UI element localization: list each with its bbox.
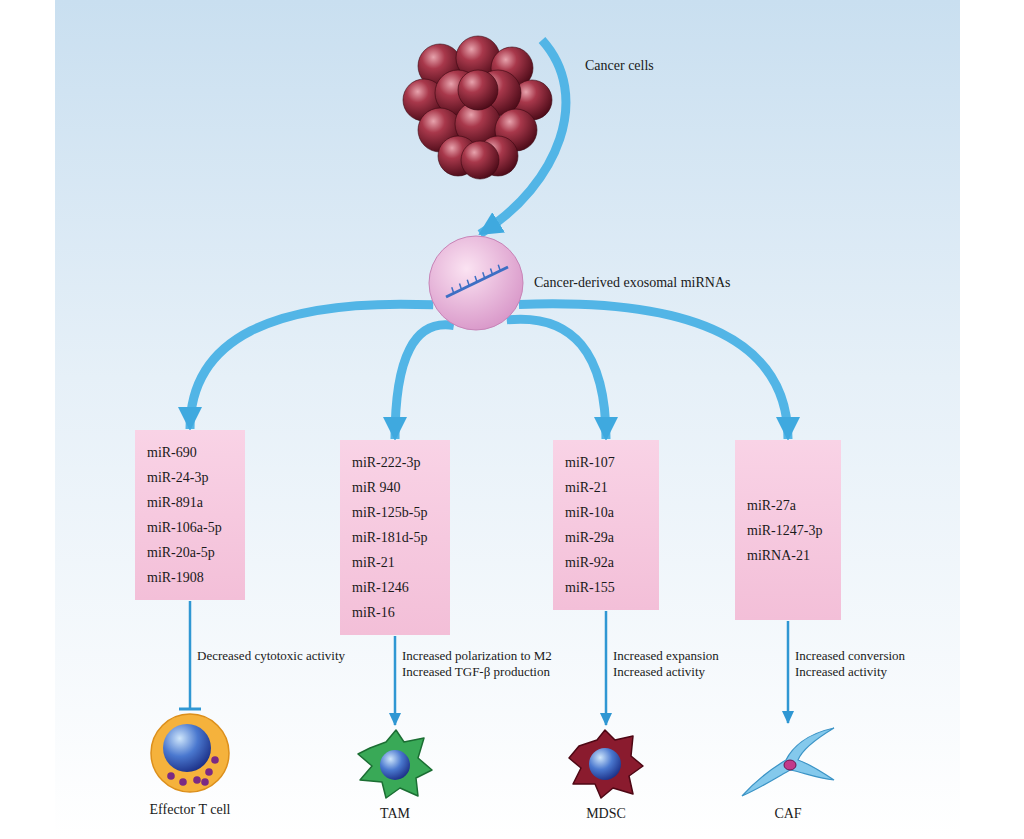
mirna-name: miR-690 <box>147 440 233 465</box>
mirna-name: miR 940 <box>352 475 438 500</box>
granule <box>201 778 209 786</box>
granule <box>167 772 175 780</box>
node-label: MDSC <box>586 806 626 822</box>
mirna-name: miR-21 <box>565 475 647 500</box>
cancer-cell <box>461 141 499 179</box>
granule <box>193 776 201 784</box>
node-label: CAF <box>774 806 801 822</box>
mirna-name: miR-891a <box>147 490 233 515</box>
mirna-name: miRNA-21 <box>747 543 829 568</box>
caf-nucleus <box>784 760 796 770</box>
mdsc-icon <box>567 728 645 798</box>
mirna-name: miR-107 <box>565 450 647 475</box>
mirna-name: miR-10a <box>565 500 647 525</box>
arrow-line <box>787 621 790 723</box>
target-cell: TAM <box>356 728 434 798</box>
mirna-name: miR-222-3p <box>352 450 438 475</box>
tam-body <box>358 730 432 798</box>
tam-nucleus <box>380 750 410 780</box>
mirna-name: miR-155 <box>565 575 647 600</box>
arrow-line <box>189 601 192 709</box>
target-cell: MDSC <box>567 728 645 798</box>
exosome-vesicle <box>428 235 524 331</box>
mirna-tick <box>491 269 493 275</box>
target-cell: CAF <box>740 726 836 798</box>
mirna-name: miR-125b-5p <box>352 500 438 525</box>
mirna-tick <box>467 280 469 286</box>
granule <box>205 768 213 776</box>
mirna-strand <box>446 267 508 297</box>
mirna-list-box: miR-690miR-24-3pmiR-891amiR-106a-5pmiR-2… <box>135 430 245 600</box>
mirna-name: miR-20a-5p <box>147 540 233 565</box>
t-cell-body <box>151 714 229 792</box>
edge-label: Increased expansion Increased activity <box>613 648 741 680</box>
mdsc-body <box>569 730 643 798</box>
granule <box>211 756 219 764</box>
t-cell-nucleus <box>163 724 211 772</box>
target-cell: Effector T cell <box>149 712 231 794</box>
mirna-name: miR-27a <box>747 493 829 518</box>
connector <box>788 621 789 723</box>
mirna-name: miR-1246 <box>352 575 438 600</box>
thick-arrow <box>395 325 454 439</box>
mirna-tick <box>452 287 454 293</box>
exosome: Cancer-derived exosomal miRNAs <box>428 235 524 331</box>
caf-icon <box>740 726 836 798</box>
thick-arrow <box>507 319 606 439</box>
node-label: TAM <box>380 806 410 822</box>
tcell-icon <box>149 712 231 794</box>
mdsc-nucleus <box>589 748 621 780</box>
mirna-name: miR-1908 <box>147 565 233 590</box>
connector <box>395 636 396 725</box>
mirna-name: miR-21 <box>352 550 438 575</box>
mirna-tick <box>460 284 462 290</box>
edge-label: Decreased cytotoxic activity <box>197 648 345 664</box>
mirna-name: miR-92a <box>565 550 647 575</box>
mirna-name: miR-106a-5p <box>147 515 233 540</box>
connector <box>519 304 788 439</box>
mirna-name: miR-24-3p <box>147 465 233 490</box>
cancer-cell <box>458 70 498 110</box>
edge-label: Increased conversion Increased activity <box>795 648 931 680</box>
mirna-tick <box>498 265 500 271</box>
exosome-circle <box>429 236 523 330</box>
node-label: Cancer-derived exosomal miRNAs <box>534 275 730 291</box>
connector <box>507 319 606 439</box>
node-label: Cancer cells <box>585 58 654 74</box>
cancer-cell-cluster <box>400 38 550 178</box>
cancer-cells: Cancer cells <box>400 38 550 178</box>
mirna-name: miR-16 <box>352 600 438 625</box>
inhibition-bar <box>179 708 201 711</box>
edge-label: Increased polarization to M2 Increased T… <box>402 648 580 680</box>
mirna-list-box: miR-107miR-21miR-10amiR-29amiR-92amiR-15… <box>553 440 659 610</box>
mirna-name: miR-29a <box>565 525 647 550</box>
mirna-tick <box>483 272 485 278</box>
thick-arrow <box>519 304 788 439</box>
mirna-name: miR-181d-5p <box>352 525 438 550</box>
connector <box>606 611 607 725</box>
tam-icon <box>356 728 434 798</box>
granule <box>179 778 187 786</box>
mirna-list-box: miR-222-3pmiR 940miR-125b-5pmiR-181d-5pm… <box>340 440 450 635</box>
node-label: Effector T cell <box>150 802 231 818</box>
mirna-list-box: miR-27amiR-1247-3pmiRNA-21 <box>735 440 841 620</box>
arrow-line <box>394 636 397 725</box>
mirna-name: miR-1247-3p <box>747 518 829 543</box>
arrow-line <box>605 611 608 725</box>
caf-body <box>742 728 834 796</box>
connector <box>395 325 454 439</box>
mirna-tick <box>475 276 477 282</box>
